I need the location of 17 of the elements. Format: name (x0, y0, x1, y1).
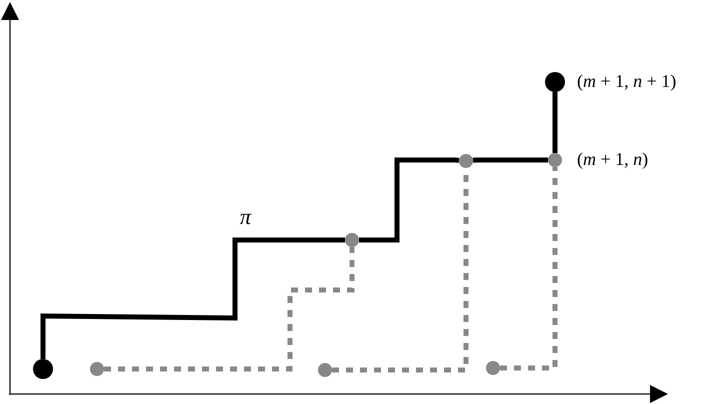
dashed-path (104, 247, 354, 372)
lattice-path (40, 238, 345, 359)
coordinate-label: (m + 1, n + 1) (577, 72, 676, 90)
lattice-point (318, 363, 332, 377)
lattice-point (33, 359, 53, 379)
lattice-path (472, 158, 548, 163)
lattice-point (459, 154, 473, 168)
lattice-point (345, 233, 359, 247)
path-label: π (240, 206, 252, 228)
lattice-point (90, 362, 104, 376)
lattice-point (548, 153, 562, 167)
lattice-point (486, 361, 500, 375)
lattice-path (552, 92, 558, 153)
coordinate-label: (m + 1, n) (577, 150, 648, 168)
lattice-path (359, 158, 460, 242)
dashed-path (500, 167, 558, 370)
lattice-point (545, 72, 565, 92)
